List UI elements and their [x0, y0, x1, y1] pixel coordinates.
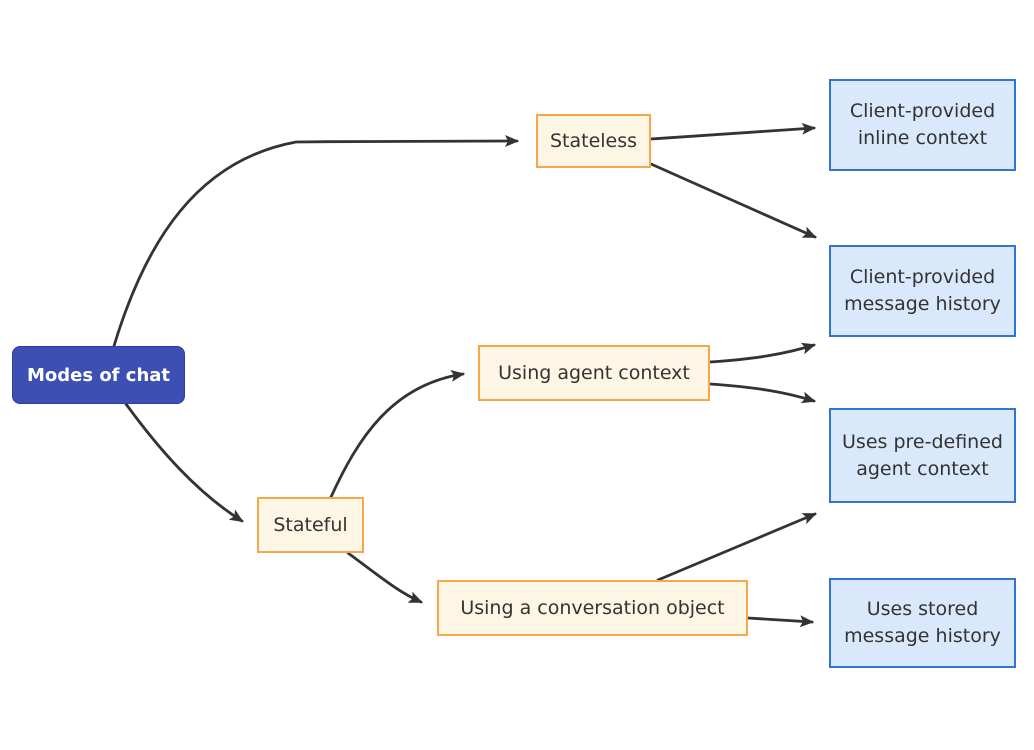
- edge-conversation-to-predefined: [656, 512, 817, 582]
- node-using-agent-context: Using agent context: [478, 345, 710, 401]
- edge-stateless-to-inline: [649, 122, 816, 141]
- edge-agent-context-to-predefined: [708, 382, 816, 404]
- node-client-provided-message-history: Client-provided message history: [829, 245, 1016, 337]
- node-using-a-conversation-object: Using a conversation object: [437, 580, 748, 636]
- node-label: Using agent context: [498, 362, 690, 384]
- node-label: Client-provided message history: [844, 266, 1001, 315]
- node-label: Stateful: [273, 514, 348, 536]
- node-label: Modes of chat: [26, 364, 171, 386]
- edge-stateful-to-agent-context: [329, 369, 465, 499]
- node-modes-of-chat: Modes of chat: [12, 346, 185, 404]
- node-client-provided-inline-context: Client-provided inline context: [829, 79, 1016, 171]
- node-uses-pre-defined-agent-context: Uses pre-defined agent context: [829, 408, 1016, 503]
- node-stateful: Stateful: [257, 497, 364, 553]
- node-label: Uses stored message history: [844, 598, 1001, 647]
- node-uses-stored-message-history: Uses stored message history: [829, 578, 1016, 668]
- edge-modes-to-stateful: [124, 402, 244, 523]
- edge-stateful-to-conversation: [346, 551, 423, 604]
- edge-agent-context-to-msg-history: [708, 342, 816, 364]
- edge-conversation-to-stored: [746, 615, 814, 628]
- node-stateless: Stateless: [536, 114, 651, 168]
- node-label: Stateless: [549, 130, 638, 152]
- node-label: Using a conversation object: [460, 597, 725, 619]
- edge-modes-to-stateless: [112, 135, 519, 348]
- node-label: Client-provided inline context: [849, 100, 996, 149]
- node-label: Uses pre-defined agent context: [842, 430, 1003, 480]
- edge-stateless-to-msg-history: [649, 162, 817, 239]
